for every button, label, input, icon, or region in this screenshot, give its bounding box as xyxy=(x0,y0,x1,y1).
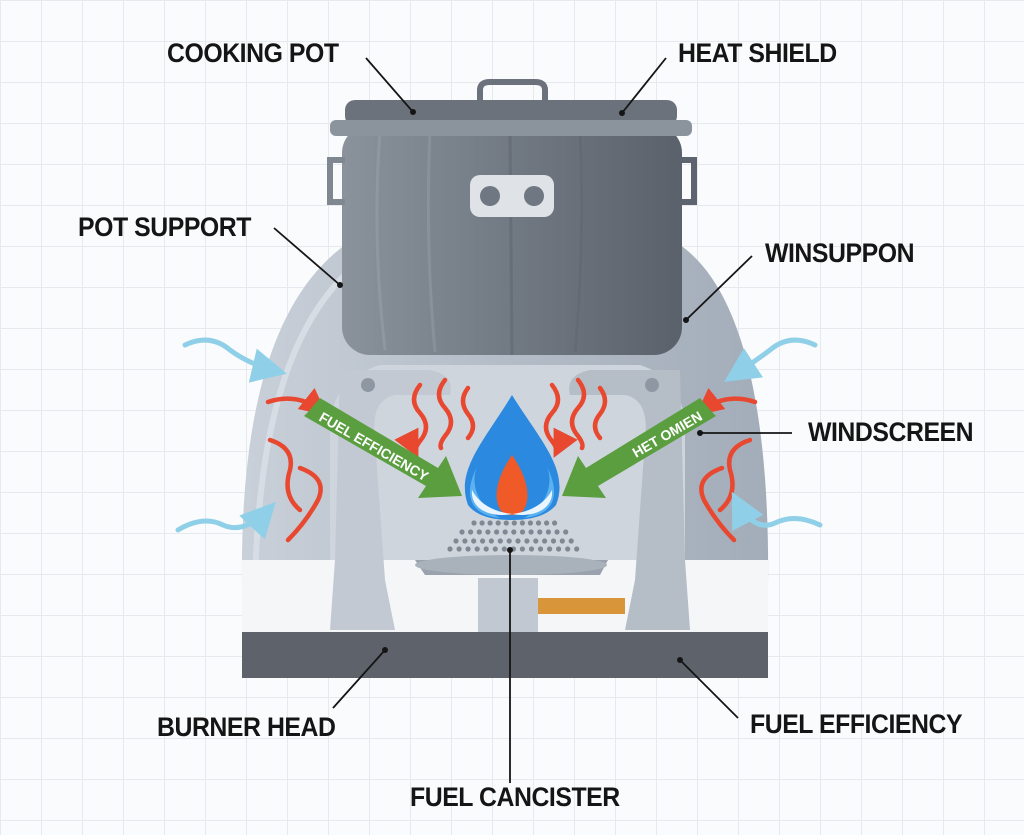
burner-hole xyxy=(519,529,526,535)
burner-hole xyxy=(528,546,535,552)
burner-hole xyxy=(480,538,486,544)
air-flow xyxy=(175,337,823,540)
burner-hole xyxy=(533,538,539,544)
burner-hole xyxy=(550,538,557,544)
burner-hole xyxy=(537,529,543,535)
label-pot-support: POT SUPPORT xyxy=(78,212,251,242)
burner-hole xyxy=(519,520,526,526)
burner-hole xyxy=(471,538,477,544)
burner-hole xyxy=(568,538,574,544)
burner-hole xyxy=(524,538,530,544)
label-heat-shield: HEAT SHIELD xyxy=(678,38,837,68)
burner-hole xyxy=(487,520,493,526)
burner-hole xyxy=(565,546,571,552)
burner-hole xyxy=(519,546,526,552)
burner-hole xyxy=(554,529,560,535)
burner-hole xyxy=(511,529,517,535)
burner-hole xyxy=(501,546,507,552)
burner-hole xyxy=(542,538,548,544)
burner-hole xyxy=(563,529,569,535)
burner-hole xyxy=(456,546,462,552)
burner-hole xyxy=(545,529,552,535)
burner-hole xyxy=(471,520,477,526)
label-fuel-cancister: FUEL CANCISTER xyxy=(410,782,620,812)
burner-hole xyxy=(559,538,565,544)
burner-hole xyxy=(502,529,508,535)
label-cooking-pot: COOKING POT xyxy=(167,38,339,68)
burner-hole xyxy=(447,546,453,552)
burner-plate xyxy=(415,515,608,575)
burner-hole xyxy=(506,538,512,544)
burner-hole xyxy=(465,546,471,552)
leader-lines xyxy=(273,57,792,783)
burner-hole xyxy=(574,546,580,552)
burner-hole xyxy=(535,520,542,526)
burner-hole xyxy=(485,529,491,535)
burner-hole xyxy=(511,520,517,526)
burner-hole xyxy=(474,546,480,552)
burner-hole xyxy=(495,520,501,526)
burner-hole xyxy=(528,529,534,535)
fuel-stem xyxy=(478,578,538,633)
burner-hole xyxy=(527,520,534,526)
burner-hole xyxy=(552,520,558,526)
cooking-pot xyxy=(327,79,697,356)
burner-hole xyxy=(492,546,498,552)
burner-hole xyxy=(476,529,482,535)
burner-hole xyxy=(544,520,550,526)
burner-hole xyxy=(479,520,485,526)
burner-hole xyxy=(556,546,562,552)
stove-base xyxy=(242,632,768,678)
burner-hole xyxy=(453,538,459,544)
label-winsuppon: WINSUPPON xyxy=(765,238,915,268)
burner-hole xyxy=(537,546,544,552)
burner-hole xyxy=(488,538,494,544)
burner-flame xyxy=(464,395,560,520)
burner-hole xyxy=(515,538,521,544)
label-burner-head: BURNER HEAD xyxy=(157,712,336,742)
label-fuel-efficiency: FUEL EFFICIENCY xyxy=(750,709,963,739)
burner-hole xyxy=(462,538,468,544)
valve-rod xyxy=(535,598,625,614)
burner-hole xyxy=(497,538,503,544)
burner-hole xyxy=(459,529,465,535)
leader-dots xyxy=(337,109,703,663)
label-windscreen: WINDSCREEN xyxy=(808,417,974,447)
burner-hole xyxy=(503,520,509,526)
burner-hole xyxy=(483,546,489,552)
burner-hole xyxy=(468,529,474,535)
burner-hole xyxy=(547,546,553,552)
burner-hole xyxy=(494,529,500,535)
